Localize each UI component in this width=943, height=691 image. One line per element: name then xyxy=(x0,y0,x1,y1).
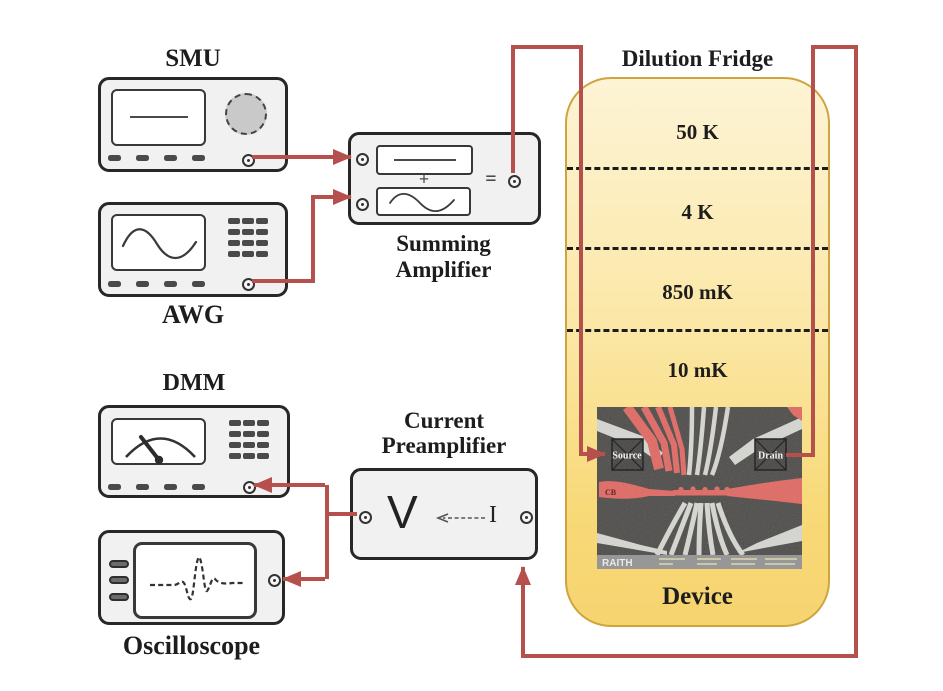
keypad-button xyxy=(242,251,254,257)
voltage-symbol: V xyxy=(387,486,418,538)
keypad-button xyxy=(243,420,255,426)
summing-amp-dc-display xyxy=(376,145,473,175)
keypad-button xyxy=(229,442,241,448)
keypad-button xyxy=(257,420,269,426)
keypad-button xyxy=(243,453,255,459)
summing-amp-ac-display xyxy=(376,187,471,216)
keypad-button xyxy=(229,420,241,426)
awg-label: AWG xyxy=(161,300,225,329)
keypad-button xyxy=(228,251,240,257)
awg-button xyxy=(108,281,121,287)
sine-wave-trace xyxy=(121,228,198,260)
dilution-fridge-title: Dilution Fridge xyxy=(621,46,774,71)
sem-watermark: RAITH xyxy=(602,558,633,569)
oscilloscope-button xyxy=(109,560,129,568)
awg-button xyxy=(164,281,177,287)
smu-label: SMU xyxy=(165,45,221,72)
oscilloscope-button xyxy=(109,593,129,601)
preamp-output-port xyxy=(359,511,372,524)
pulse-waveform-trace xyxy=(150,555,244,601)
stage-label-850mk: 850 mK xyxy=(662,280,733,304)
smu-button xyxy=(164,155,177,161)
oscilloscope-button xyxy=(109,576,129,584)
current-preamplifier-label: Current Preamplifier xyxy=(350,408,538,458)
stage-label-50k: 50 K xyxy=(676,120,719,144)
keypad-button xyxy=(228,218,240,224)
summing-amp-input1-port xyxy=(356,153,369,166)
keypad-button xyxy=(256,240,268,246)
stage-separator xyxy=(567,247,828,250)
summing-amp-input2-port xyxy=(356,198,369,211)
current-preamplifier-label-line1: Current xyxy=(403,408,485,433)
dmm-instrument xyxy=(98,405,290,498)
summing-amplifier-label: Summing Amplifier xyxy=(347,231,540,283)
keypad-button xyxy=(229,453,241,459)
keypad-button xyxy=(257,431,269,437)
awg-output-port xyxy=(242,278,255,291)
sine-wave-trace xyxy=(389,192,455,213)
dmm-button xyxy=(108,484,121,490)
stage-label-4k: 4 K xyxy=(681,200,714,224)
current-symbol: I xyxy=(489,502,497,528)
sem-noise-texture xyxy=(597,407,802,555)
dmm-button xyxy=(136,484,149,490)
oscilloscope-instrument xyxy=(98,530,285,625)
keypad-button xyxy=(228,229,240,235)
summing-amplifier: + = xyxy=(348,132,541,225)
device-label: Device xyxy=(662,583,733,610)
dmm-button xyxy=(192,484,205,490)
smu-knob xyxy=(225,93,267,135)
keypad-button xyxy=(243,442,255,448)
keypad-button xyxy=(257,442,269,448)
smu-button xyxy=(192,155,205,161)
keypad-button xyxy=(229,431,241,437)
equals-sign: = xyxy=(485,168,497,190)
stage-separator xyxy=(567,329,828,332)
dmm-label: DMM xyxy=(162,370,226,396)
dc-level-trace xyxy=(130,116,188,119)
keypad-button xyxy=(256,218,268,224)
awg-keypad xyxy=(228,218,268,257)
dmm-keypad xyxy=(229,420,269,459)
summing-amplifier-label-line1: Summing xyxy=(396,231,491,256)
dmm-display xyxy=(111,418,206,465)
keypad-button xyxy=(242,240,254,246)
keypad-button xyxy=(256,229,268,235)
plus-sign: + xyxy=(418,169,430,189)
keypad-button xyxy=(257,453,269,459)
dmm-button xyxy=(164,484,177,490)
summing-amplifier-label-line2: Amplifier xyxy=(395,257,492,282)
smu-display xyxy=(111,89,206,146)
smu-instrument xyxy=(98,77,288,172)
oscilloscope-display xyxy=(133,542,257,619)
preamp-input-port xyxy=(520,511,533,524)
dilution-fridge: 50 K 4 K 850 mK 10 mK xyxy=(565,77,830,627)
keypad-button xyxy=(228,240,240,246)
awg-display xyxy=(111,214,206,271)
smu-button xyxy=(136,155,149,161)
awg-button xyxy=(192,281,205,287)
dc-level-trace xyxy=(394,159,456,162)
stage-label-10mk: 10 mK xyxy=(667,358,728,382)
analog-meter xyxy=(125,435,196,465)
current-to-voltage-arrow-icon xyxy=(435,513,485,523)
awg-button xyxy=(136,281,149,287)
smu-button xyxy=(108,155,121,161)
stage-separator xyxy=(567,167,828,170)
keypad-button xyxy=(256,251,268,257)
oscilloscope-input-port xyxy=(268,574,281,587)
keypad-button xyxy=(243,431,255,437)
current-preamplifier: V I xyxy=(350,468,538,560)
oscilloscope-label: Oscilloscope xyxy=(122,631,261,660)
keypad-button xyxy=(242,218,254,224)
summing-amp-output-port xyxy=(508,175,521,188)
dmm-input-port xyxy=(243,481,256,494)
smu-output-port xyxy=(242,154,255,167)
current-preamplifier-label-line2: Preamplifier xyxy=(381,433,507,458)
device-sem-image: CB Source Drain RAITH xyxy=(597,407,802,569)
keypad-button xyxy=(242,229,254,235)
awg-instrument xyxy=(98,202,288,297)
